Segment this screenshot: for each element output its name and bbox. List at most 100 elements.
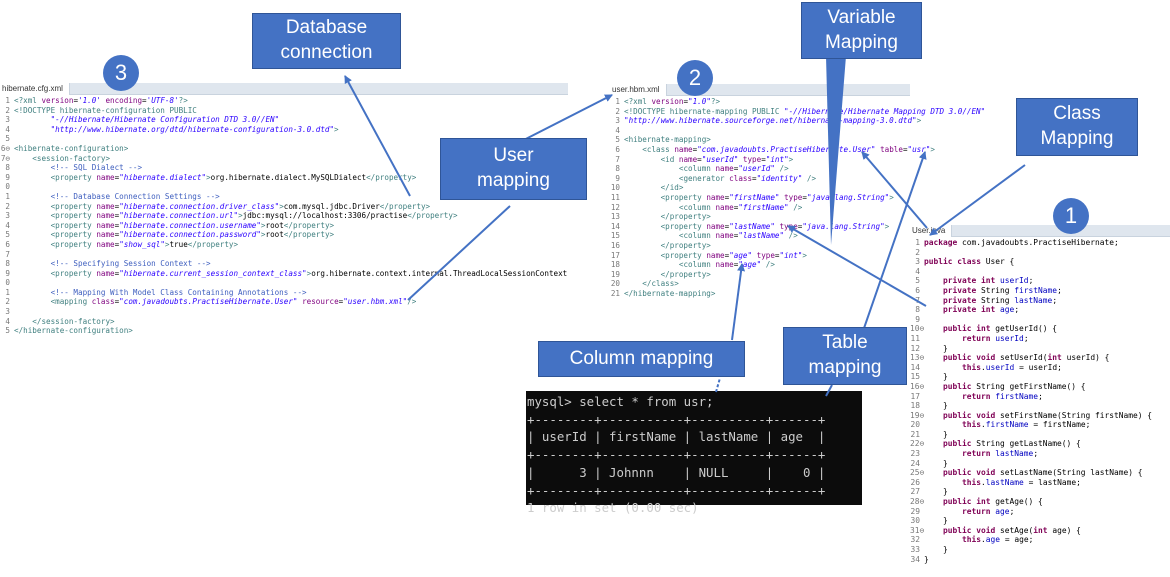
line-number: 7: [915, 295, 920, 305]
line-number: 14: [610, 221, 620, 231]
line-number: 3: [615, 116, 620, 126]
code-line: 6⊖<hibernate-configuration>: [0, 144, 568, 154]
code-text: </id>: [660, 183, 684, 193]
code-line: 2 <property name="hibernate.connection.d…: [0, 202, 568, 212]
code-text: <!DOCTYPE hibernate-mapping PUBLIC "-//H…: [624, 106, 986, 116]
line-number: 30: [910, 516, 920, 526]
code-line: 7 private String lastName;: [910, 296, 1170, 306]
code-line: 8 <!-- SQL Dialect -->: [0, 163, 568, 173]
code-line: 1<?xml version="1.0"?>: [610, 97, 910, 107]
code-text: private int userId;: [943, 276, 1034, 286]
line-number: 2: [615, 106, 620, 116]
code-line: 14 <property name="lastName" type="java.…: [610, 222, 910, 232]
callout-class-mapping: Class Mapping: [1016, 98, 1138, 156]
cfg-editor: hibernate.cfg.xml 1 <?xml version='1.0' e…: [0, 83, 568, 343]
line-number: 15: [910, 372, 920, 382]
line-number: 16: [610, 240, 620, 250]
code-text: <property name="hibernate.current_sessio…: [50, 268, 568, 278]
code-text: public void setFirstName(String firstNam…: [943, 410, 1153, 420]
number-2-circle: 2: [677, 60, 713, 96]
line-number: 34: [910, 554, 920, 564]
code-line: 2: [910, 248, 1170, 258]
code-text: <property name="hibernate.connection.dri…: [50, 201, 431, 211]
code-line: 25⊖ public void setLastName(String lastN…: [910, 468, 1170, 478]
code-text: "-//Hibernate/Hibernate Configuration DT…: [50, 115, 280, 125]
code-text: private String firstName;: [943, 285, 1062, 295]
code-line: 21</hibernate-mapping>: [610, 289, 910, 299]
code-text: this.userId = userId;: [962, 362, 1062, 372]
cfg-code: 1 <?xml version='1.0' encoding='UTF-8'?> 2…: [0, 95, 568, 336]
code-line: 5: [0, 134, 568, 144]
line-number: 3: [915, 257, 920, 267]
line-number: 9: [615, 173, 620, 183]
mysql-terminal: mysql> select * from usr;+--------+-----…: [526, 391, 862, 515]
code-line: 3 "-//Hibernate/Hibernate Configuration …: [0, 115, 568, 125]
line-number: 5: [915, 276, 920, 286]
code-line: 9 <generator class="identity" />: [610, 174, 910, 184]
line-number: 6⊖: [0, 143, 10, 153]
code-text: <?xml version='1.0' encoding='UTF-8'?>: [14, 96, 188, 105]
code-line: 10⊖ public int getUserId() {: [910, 324, 1170, 334]
code-text: <!-- Mapping With Model Class Containing…: [50, 287, 307, 297]
line-number: 5: [5, 230, 10, 240]
line-number: 8: [615, 164, 620, 174]
code-line: 7 <id name="userId" type="int">: [610, 155, 910, 165]
code-text: public int getUserId() {: [943, 324, 1058, 334]
code-line: 23 return lastName;: [910, 449, 1170, 459]
code-text: return firstName;: [962, 391, 1043, 401]
code-line: 4 <property name="hibernate.connection.u…: [0, 221, 568, 231]
code-line: 32 this.age = age;: [910, 535, 1170, 545]
line-number: 31⊖: [910, 525, 925, 535]
code-text: private String lastName;: [943, 295, 1058, 305]
code-line: 7: [0, 250, 568, 260]
line-number: 3: [5, 307, 10, 317]
code-line: 11 <property name="firstName" type="java…: [610, 193, 910, 203]
code-line: 20 this.firstName = firstName;: [910, 420, 1170, 430]
terminal-line: | 3 | Johnnn | NULL | 0 |: [527, 464, 826, 480]
code-text: </property>: [660, 269, 711, 279]
code-text: </property>: [660, 212, 711, 222]
line-number: 5: [615, 135, 620, 145]
code-line: 16⊖ public String getFirstName() {: [910, 382, 1170, 392]
code-text: }: [924, 458, 948, 468]
cfg-tab[interactable]: hibernate.cfg.xml: [0, 83, 70, 95]
code-text: return userId;: [962, 333, 1029, 343]
code-line: 0: [0, 278, 568, 288]
line-number: 23: [910, 449, 920, 459]
line-number: 0: [5, 182, 10, 192]
line-number: 6: [615, 144, 620, 154]
line-number: 26: [910, 477, 920, 487]
line-number: 6: [5, 239, 10, 249]
hbm-editor: user.hbm.xml 1<?xml version="1.0"?>2 <!DO…: [610, 84, 985, 299]
line-number: 7: [615, 154, 620, 164]
line-number: 9: [5, 172, 10, 182]
line-number: 25⊖: [910, 468, 925, 478]
code-text: <property name="hibernate.dialect">org.h…: [50, 172, 417, 182]
code-text: }: [924, 401, 948, 411]
java-tab[interactable]: User.java: [910, 225, 953, 237]
line-number: 3: [5, 115, 10, 125]
line-number: 28⊖: [910, 497, 925, 507]
line-number: 2: [5, 297, 10, 307]
line-number: 8: [915, 305, 920, 315]
code-line: 4: [610, 126, 910, 136]
code-text: </session-factory>: [32, 316, 115, 326]
line-number: 1: [5, 287, 10, 297]
line-number: 13: [610, 212, 620, 222]
code-text: public String getFirstName() {: [943, 381, 1086, 391]
code-text: <class name="com.javadoubts.PractiseHibe…: [642, 144, 935, 154]
hbm-tab[interactable]: user.hbm.xml: [610, 84, 667, 96]
code-text: <column name="age" />: [678, 260, 775, 270]
code-line: 17 return firstName;: [910, 392, 1170, 402]
line-number: 5: [5, 134, 10, 144]
line-number: 2: [5, 201, 10, 211]
code-text: <!-- SQL Dialect -->: [50, 163, 143, 173]
code-text: }: [924, 554, 929, 564]
code-line: 5 private int userId;: [910, 276, 1170, 286]
line-number: 21: [610, 288, 620, 298]
code-text: </property>: [660, 240, 711, 250]
code-line: 6 <class name="com.javadoubts.PractiseHi…: [610, 144, 935, 155]
code-line: 22⊖ public String getLastName() {: [910, 439, 1170, 449]
